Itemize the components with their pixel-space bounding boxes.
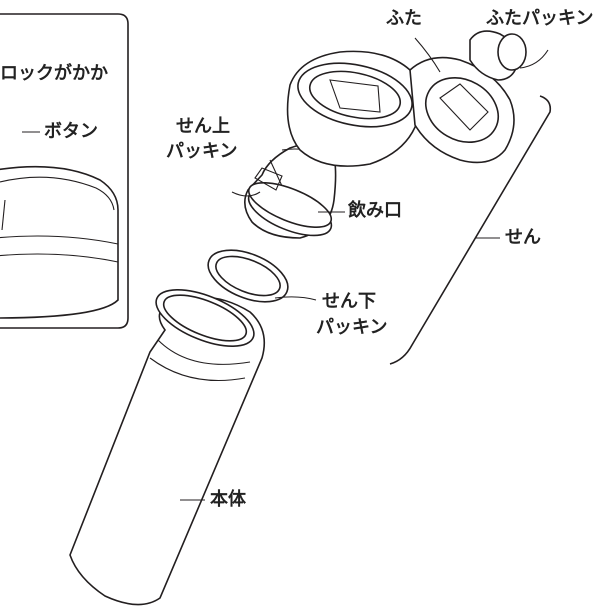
body-label: 本体 bbox=[210, 489, 246, 510]
lid-drawing bbox=[286, 50, 515, 167]
upper-packing-label-line2: パッキン bbox=[166, 141, 238, 162]
lid-label: ふた bbox=[386, 8, 422, 29]
lower-packing-drawing bbox=[207, 249, 289, 303]
bottle-body-drawing bbox=[69, 288, 266, 606]
inset-button-label: ボタン bbox=[44, 121, 98, 142]
upper-packing-label-line1: せん上 bbox=[176, 116, 230, 137]
inset-panel bbox=[0, 13, 129, 329]
stopper-label: せん bbox=[505, 227, 541, 248]
stopper-bracket bbox=[389, 95, 552, 365]
lid-packing-label: ふたパッキン bbox=[486, 8, 594, 29]
lower-packing-label-line2: パッキン bbox=[316, 317, 388, 338]
leader-lines bbox=[22, 37, 549, 501]
inset-lock-text: ロックがかか bbox=[0, 63, 108, 84]
lid-packing-drawing bbox=[469, 30, 527, 81]
lower-packing-label-line1: せん下 bbox=[322, 291, 376, 312]
mouthpiece-label: 飲み口 bbox=[348, 200, 402, 221]
